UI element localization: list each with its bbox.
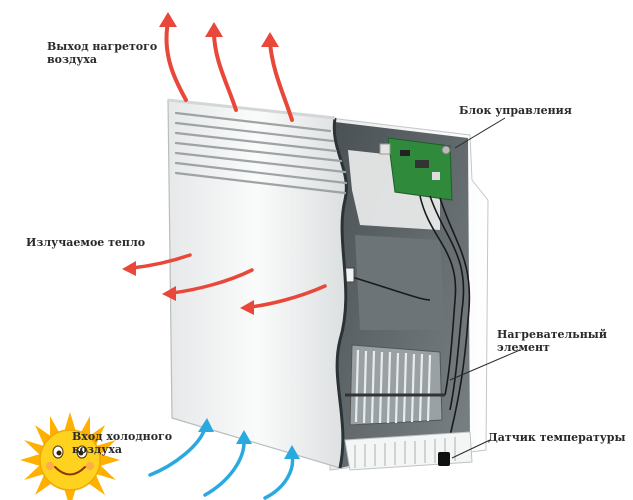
front-panel	[167, 98, 348, 469]
radiant-heat-arrows	[130, 253, 327, 309]
label-radiant-heat: Излучаемое тепло	[26, 236, 146, 249]
sun-face-icon	[20, 412, 120, 500]
radiant-arrowhead-2	[162, 286, 176, 301]
leader-lines	[449, 117, 521, 459]
hot-air-arrowhead-3	[261, 32, 279, 47]
hot-air-arrow-1	[164, 20, 188, 102]
cold-air-arrowhead-1	[198, 418, 214, 432]
hot-air-arrows	[164, 20, 294, 122]
cold-air-arrowhead-2	[236, 430, 252, 444]
label-heating-element: Нагревательный элемент	[497, 328, 607, 354]
radiant-arrowhead-1	[122, 261, 136, 276]
top-louvers	[174, 111, 348, 195]
radiant-arrow-1	[130, 253, 192, 270]
hot-air-arrow-2	[212, 30, 238, 112]
cold-air-arrow-1	[148, 426, 207, 477]
radiant-arrow-2	[170, 268, 254, 295]
cold-air-arrow-3	[263, 453, 295, 500]
temperature-sensor	[438, 452, 450, 466]
cold-air-arrow-2	[203, 438, 246, 497]
heating-element	[345, 344, 445, 426]
radiant-arrowhead-3	[240, 300, 254, 315]
radiant-arrow-3	[248, 284, 327, 309]
control-board	[379, 137, 453, 201]
hot-air-arrowhead-1	[159, 12, 177, 27]
cold-air-arrowhead-3	[284, 445, 300, 459]
label-hot-air-output: Выход нагретого воздуха	[47, 40, 158, 66]
label-temperature-sensor: Датчик температуры	[488, 431, 626, 444]
label-cold-air-input: Вход холодного воздуха	[72, 430, 173, 456]
wires	[344, 195, 471, 456]
hot-air-arrowhead-2	[205, 22, 223, 37]
hot-air-arrow-3	[268, 40, 294, 122]
label-control-unit: Блок управления	[459, 104, 572, 117]
